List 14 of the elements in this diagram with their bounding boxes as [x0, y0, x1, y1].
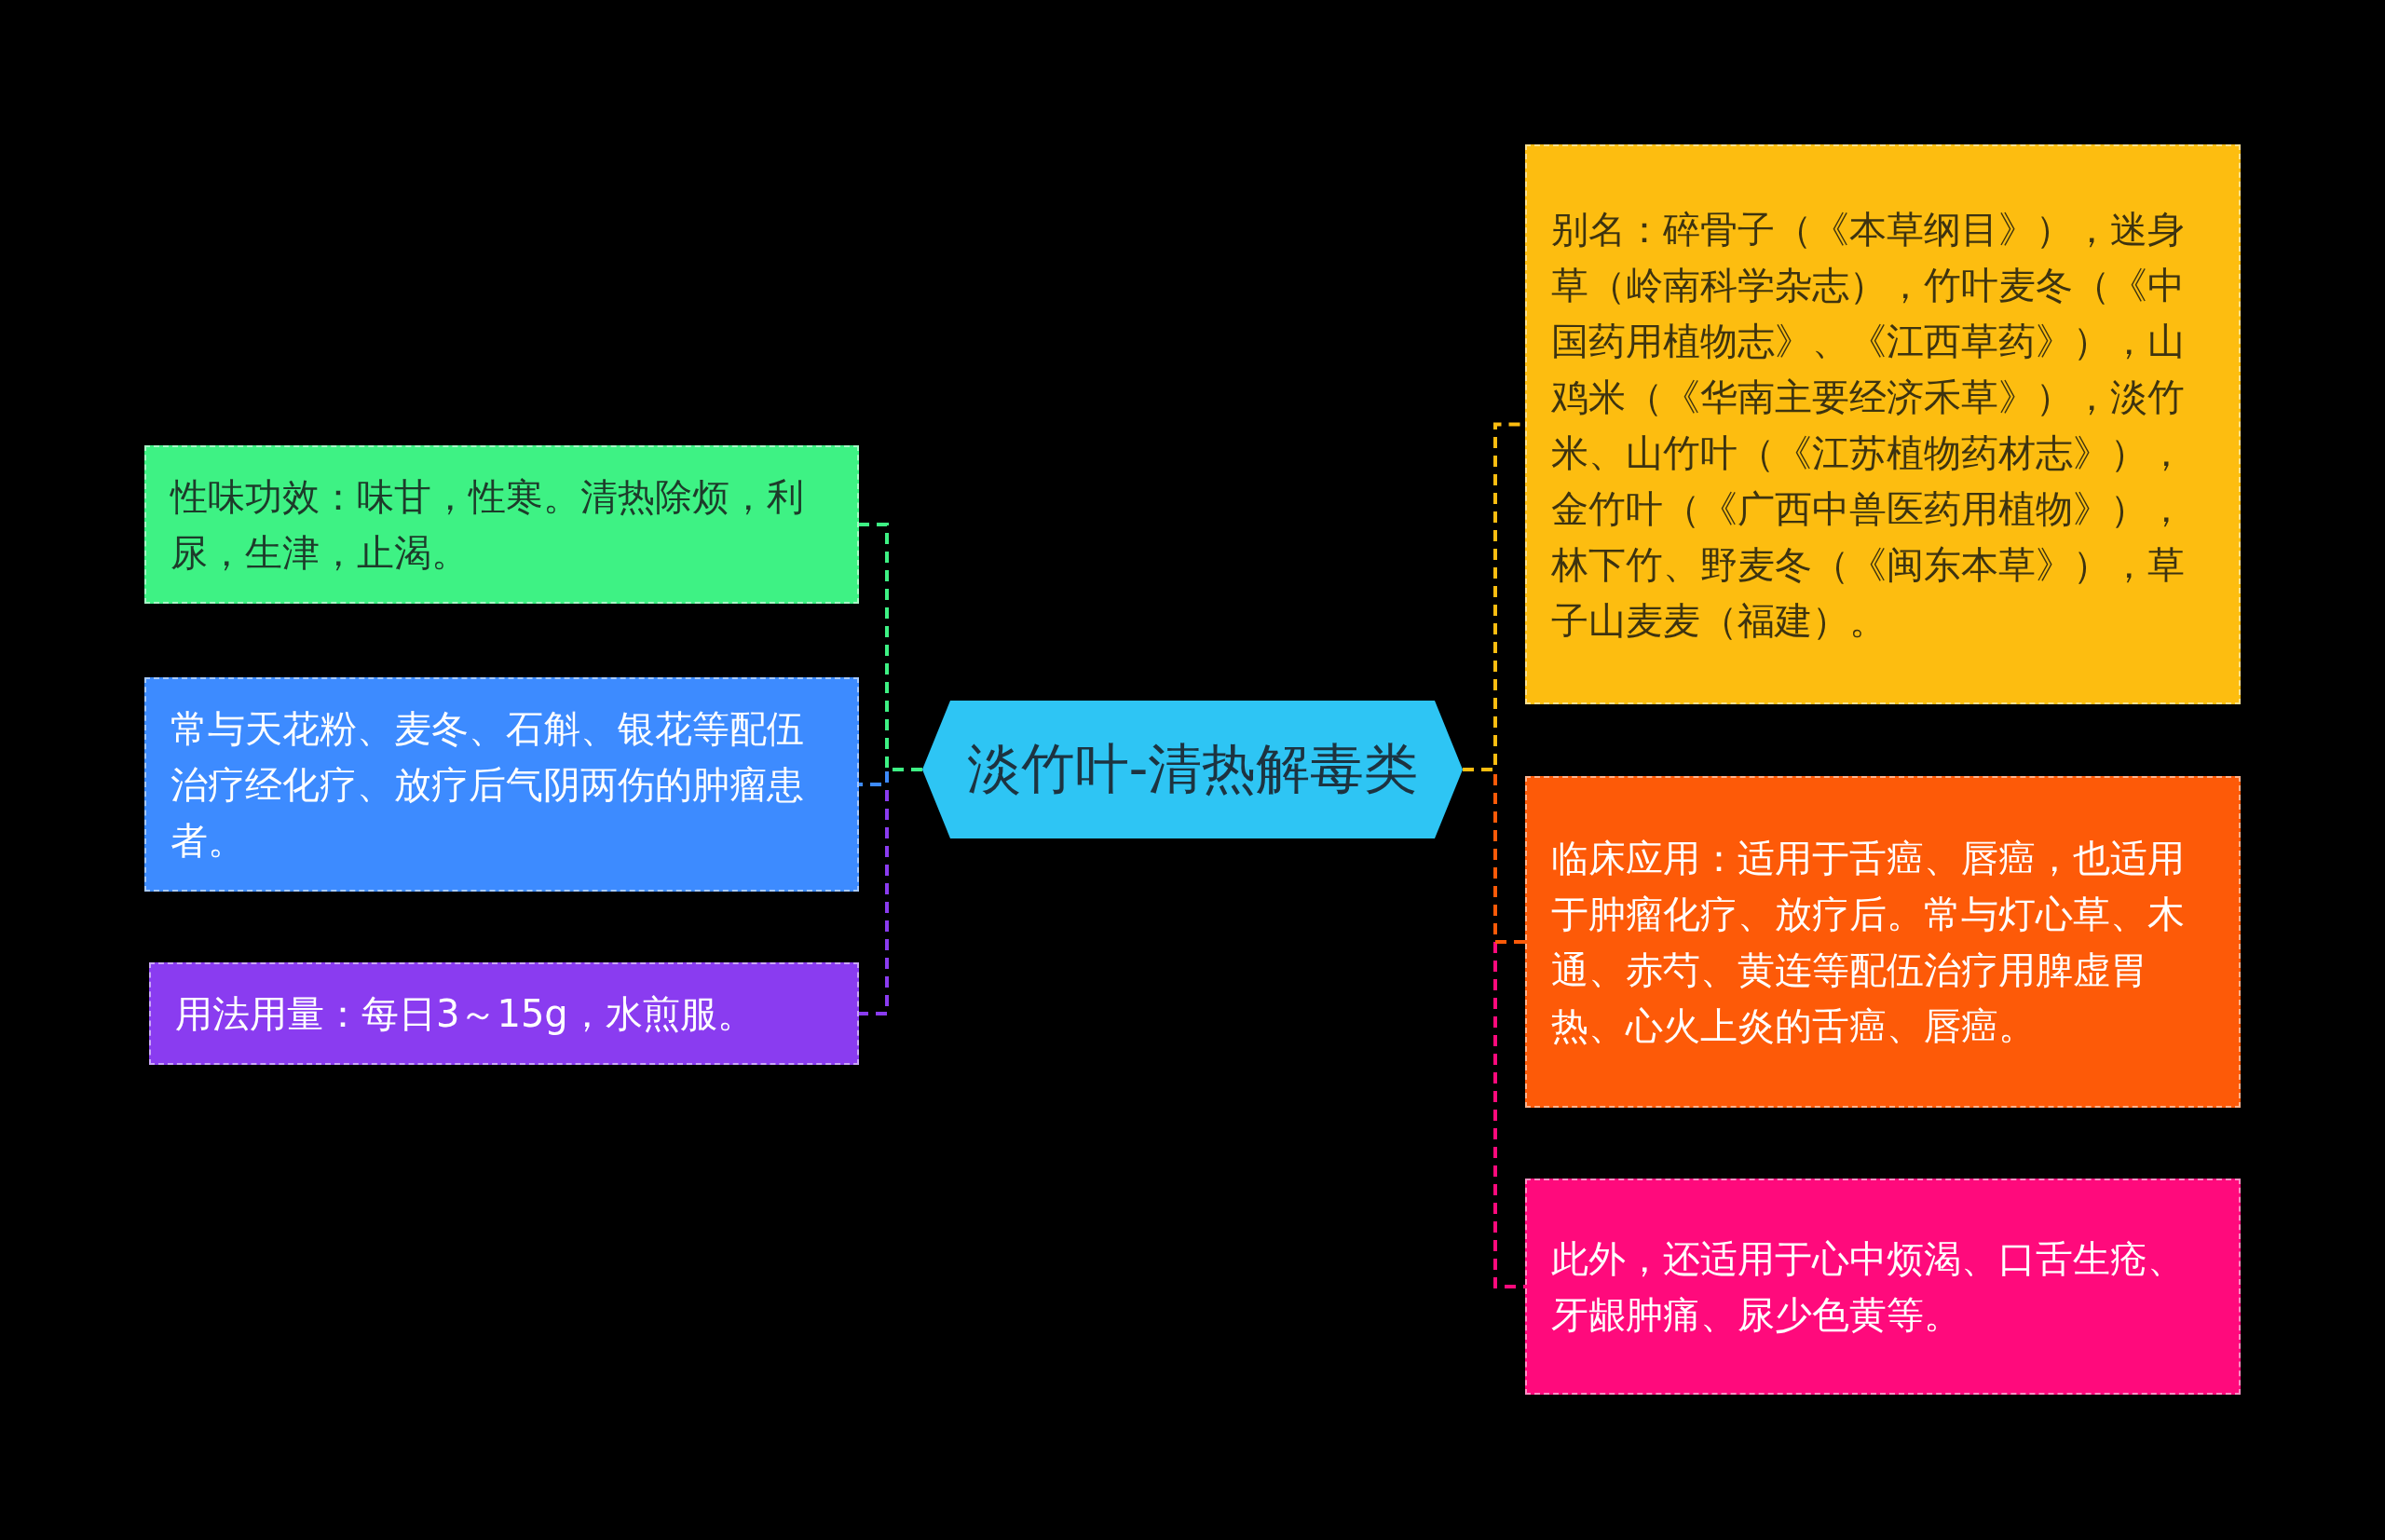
connector-line	[859, 523, 922, 771]
topic-card	[1525, 144, 2241, 704]
topic-card	[144, 677, 859, 892]
topic-title: 淡竹叶-清热解毒类	[966, 736, 1419, 802]
topic-card	[1525, 776, 2241, 1108]
topic-card	[144, 445, 859, 604]
note-text: 别名：碎骨子（《本草纲目》），迷身草（岭南科学杂志），竹叶麦冬（《中国药用植物志》、《江西草药》），山鸡米（《华南主要经济禾草》），淡竹米、山竹叶（《江苏植物药材志》），金竹叶（《广西中兽医药用植物》），林下竹、野麦冬（《闽东本草》），草子山麦麦（福建）。	[1551, 206, 2186, 644]
note-text: 性味功效：味甘，性寒。清热除烦，利尿，生津，止渴。	[170, 474, 805, 576]
topic-card	[149, 962, 859, 1065]
note-text: 临床应用：适用于舌癌、唇癌，也适用于肿瘤化疗、放疗后。常与灯心草、木通、赤芍、黄连等配伍治疗用脾虚胃热、心火上炎的舌癌、唇癌。	[1551, 836, 2186, 1049]
topic-card	[1525, 1179, 2241, 1395]
note-text: 用法用量：每日3～15g，水煎服。	[175, 991, 755, 1037]
note-text: 常与天花粉、麦冬、石斛、银花等配伍治疗经化疗、放疗后气阴两伤的肿瘤患者。	[170, 706, 805, 864]
note-text: 此外，还适用于心中烦渴、口舌生疮、牙龈肿痛、尿少色黄等。	[1551, 1236, 2186, 1338]
